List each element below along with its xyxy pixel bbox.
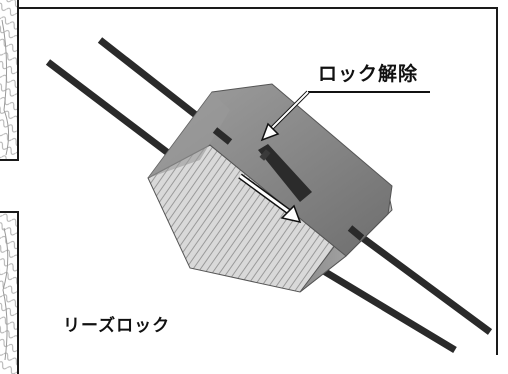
leash-lock-label: リーズロック [63,316,171,336]
main-frame [17,7,498,355]
lock-slot [258,144,312,202]
unlock-label: ロック解除 [318,63,419,85]
background-panel-upper [0,0,19,161]
leash-cord-front [212,127,365,241]
buckle [147,83,393,293]
arrow-down-right-icon [238,173,302,224]
background-panel-lower [0,211,19,374]
arrow-pointer-icon [260,90,430,142]
